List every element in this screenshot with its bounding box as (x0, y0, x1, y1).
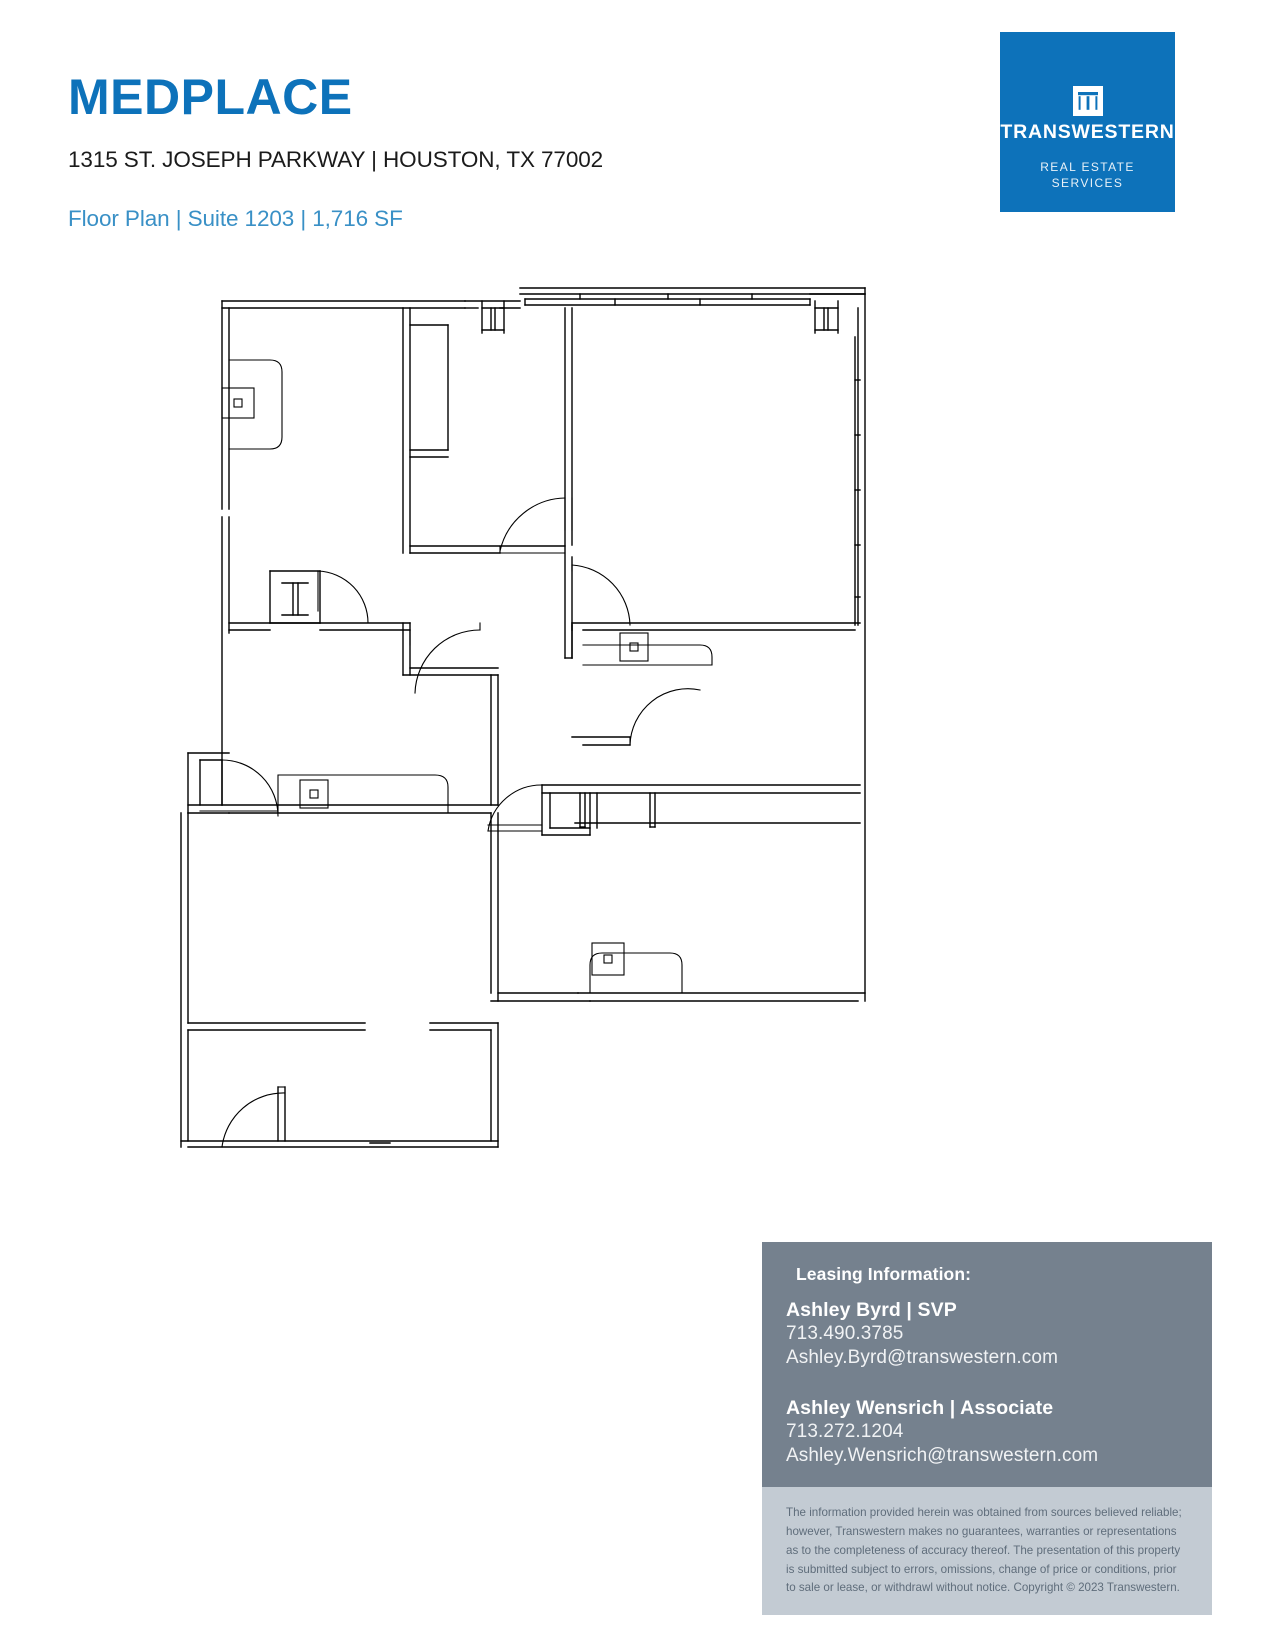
door-sw-room (409, 622, 481, 694)
contact-name-1: Ashley Byrd | SVP (786, 1299, 957, 1321)
contact-phone-2[interactable]: 713.272.1204 (786, 1420, 904, 1442)
contact-card-2: Ashley Wensrich | Associate 713.272.1204… (762, 1371, 1212, 1469)
partition-nw-vertical (402, 307, 411, 554)
curtain-wall-top (519, 287, 866, 306)
transwestern-t-mark-icon (1072, 86, 1103, 116)
partition-lower-room-top (187, 804, 499, 814)
casework-dividers (574, 792, 861, 828)
partition-lower-room-right (490, 812, 591, 1002)
structural-column-right (814, 300, 839, 334)
contact-card-1: Ashley Byrd | SVP 713.490.3785 Ashley.By… (762, 1299, 1212, 1371)
logo-wordmark: TRANSWESTERN (1000, 121, 1175, 143)
logo-tagline: REAL ESTATE SERVICES (1000, 159, 1175, 191)
partition-central-spine (564, 307, 573, 659)
leasing-heading: Leasing Information: (796, 1264, 972, 1284)
partition-sw-room-top (228, 622, 411, 631)
contact-name-2: Ashley Wensrich | Associate (786, 1396, 1054, 1419)
door-casework-room (487, 784, 543, 832)
door-corridor-south (571, 564, 631, 626)
counter-east-mid-room (582, 632, 713, 666)
logo-tagline-line2: SERVICES (1051, 175, 1124, 190)
partition-bottom-rooms (187, 1022, 499, 1031)
door-bottom-room (221, 1086, 286, 1148)
partition-ne-room-bottom (571, 622, 861, 631)
legal-disclaimer: The information provided herein was obta… (762, 1487, 1212, 1616)
door-middle-room-north (499, 497, 573, 554)
partition-sw-room-right (402, 622, 499, 676)
contact-email-2[interactable]: Ashley.Wensrich@transwestern.com (786, 1444, 1099, 1466)
logo-tagline-line1: REAL ESTATE (1040, 159, 1135, 174)
counter-lower-right-room (589, 942, 683, 994)
page-header: MEDPLACE 1315 ST. JOSEPH PARKWAY | HOUST… (0, 0, 1275, 250)
wall-outer-right (854, 287, 866, 1002)
wall-outer-left-upper (221, 300, 230, 510)
transwestern-logo: TRANSWESTERN REAL ESTATE SERVICES (1000, 32, 1175, 212)
leasing-information-panel: Leasing Information: Ashley Byrd | SVP 7… (762, 1242, 1212, 1616)
contact-email-1[interactable]: Ashley.Byrd@transwestern.com (786, 1347, 1058, 1369)
wall-outer-left-lower (221, 516, 230, 806)
right-wall-window-band (854, 379, 861, 598)
vestibule-left-notch (187, 752, 230, 814)
floor-plan-svg (180, 287, 866, 1148)
wall-bottom-right (577, 992, 866, 1002)
closet-partition-left (269, 570, 321, 624)
partition-bottom-room-right (490, 1022, 499, 1148)
wall-outer-left-bottom (180, 812, 189, 1148)
floor-plan-drawing (160, 275, 890, 1165)
door-vestibule (199, 759, 279, 817)
building-address: 1315 ST. JOSEPH PARKWAY | HOUSTON, TX 77… (68, 147, 604, 172)
partition-mid-right-vertical (564, 624, 573, 659)
wall-outer-top-left (221, 300, 466, 309)
page-title: MEDPLACE (68, 69, 353, 125)
plan-subtitle: Floor Plan | Suite 1203 | 1,716 SF (68, 206, 403, 231)
partition-east-mid-bottom (571, 736, 631, 746)
door-nw-room (317, 570, 369, 624)
wall-outer-bottom (180, 1140, 499, 1148)
partition-bottom-mid (277, 1086, 286, 1142)
wall-top-right-suite (464, 300, 521, 309)
structural-column-left (481, 300, 505, 334)
counter-nw-room (221, 359, 283, 450)
closet-casework-left (541, 792, 598, 836)
counter-sw-room (277, 774, 449, 814)
door-exam-room-east (629, 688, 701, 746)
curtain-wall-mullions (579, 293, 753, 300)
partition-casework-wall (541, 784, 861, 836)
partition-middle-upper (409, 324, 449, 458)
contact-phone-1[interactable]: 713.490.3785 (786, 1323, 904, 1344)
partition-sw-room-right-lower (490, 674, 499, 806)
partition-middle-room-bottom (409, 545, 566, 554)
